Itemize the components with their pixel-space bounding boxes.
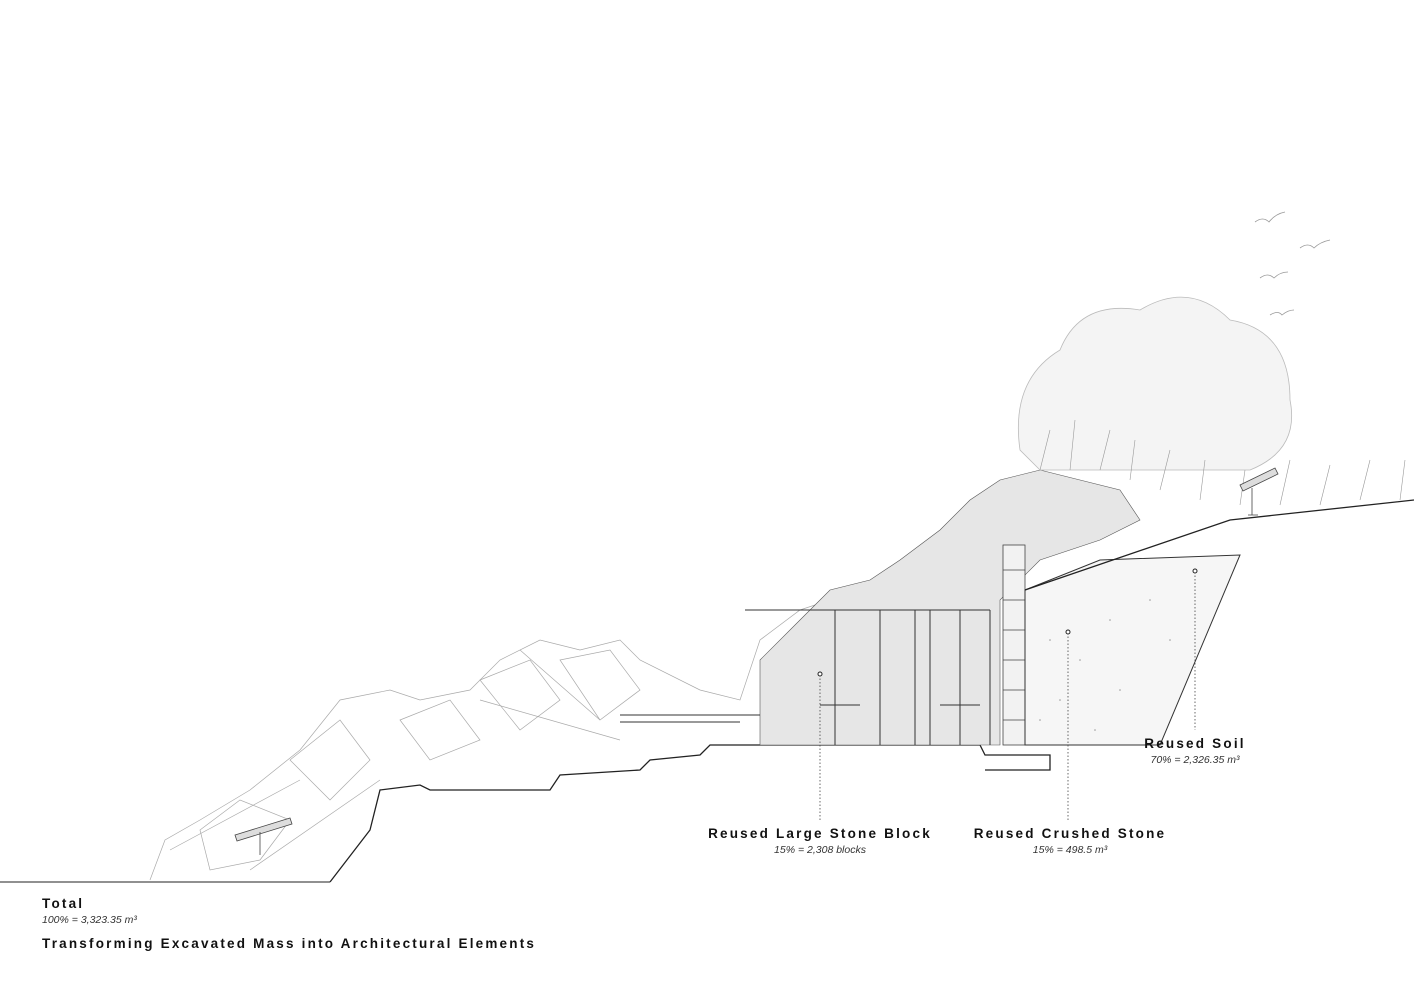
rocky-hill [149, 599, 831, 881]
reused-soil-label: Reused Soil 70% = 2,326.35 m³ [1120, 736, 1270, 766]
reused-crushed-value: 15% = 498.5 m³ [1032, 844, 1108, 856]
reused-soil-value: 70% = 2,326.35 m³ [1150, 754, 1240, 766]
telescope-icon [234, 467, 1279, 855]
drawing-title: Transforming Excavated Mass into Archite… [42, 936, 537, 951]
stone-block-column [1002, 544, 1026, 746]
reused-soil-name: Reused Soil [1144, 736, 1246, 751]
total-label: Total 100% = 3,323.35 m³ [42, 896, 137, 926]
birds [1254, 211, 1331, 316]
reused-crushed-name: Reused Crushed Stone [973, 826, 1167, 841]
total-name: Total [42, 896, 85, 911]
interior-structure [620, 609, 991, 745]
soil-hatch [1039, 599, 1171, 731]
stone-wall [759, 469, 1141, 746]
tree [1017, 296, 1292, 471]
reused-soil-fill [1024, 499, 1414, 746]
total-value: 100% = 3,323.35 m³ [42, 914, 137, 926]
reused-crushed-label: Reused Crushed Stone 15% = 498.5 m³ [960, 826, 1180, 856]
reused-block-value: 15% = 2,308 blocks [774, 844, 866, 856]
leader-dots [817, 568, 1198, 677]
reused-block-name: Reused Large Stone Block [708, 826, 932, 841]
reused-block-label: Reused Large Stone Block 15% = 2,308 blo… [700, 826, 940, 856]
terraced-steps [329, 744, 1051, 883]
